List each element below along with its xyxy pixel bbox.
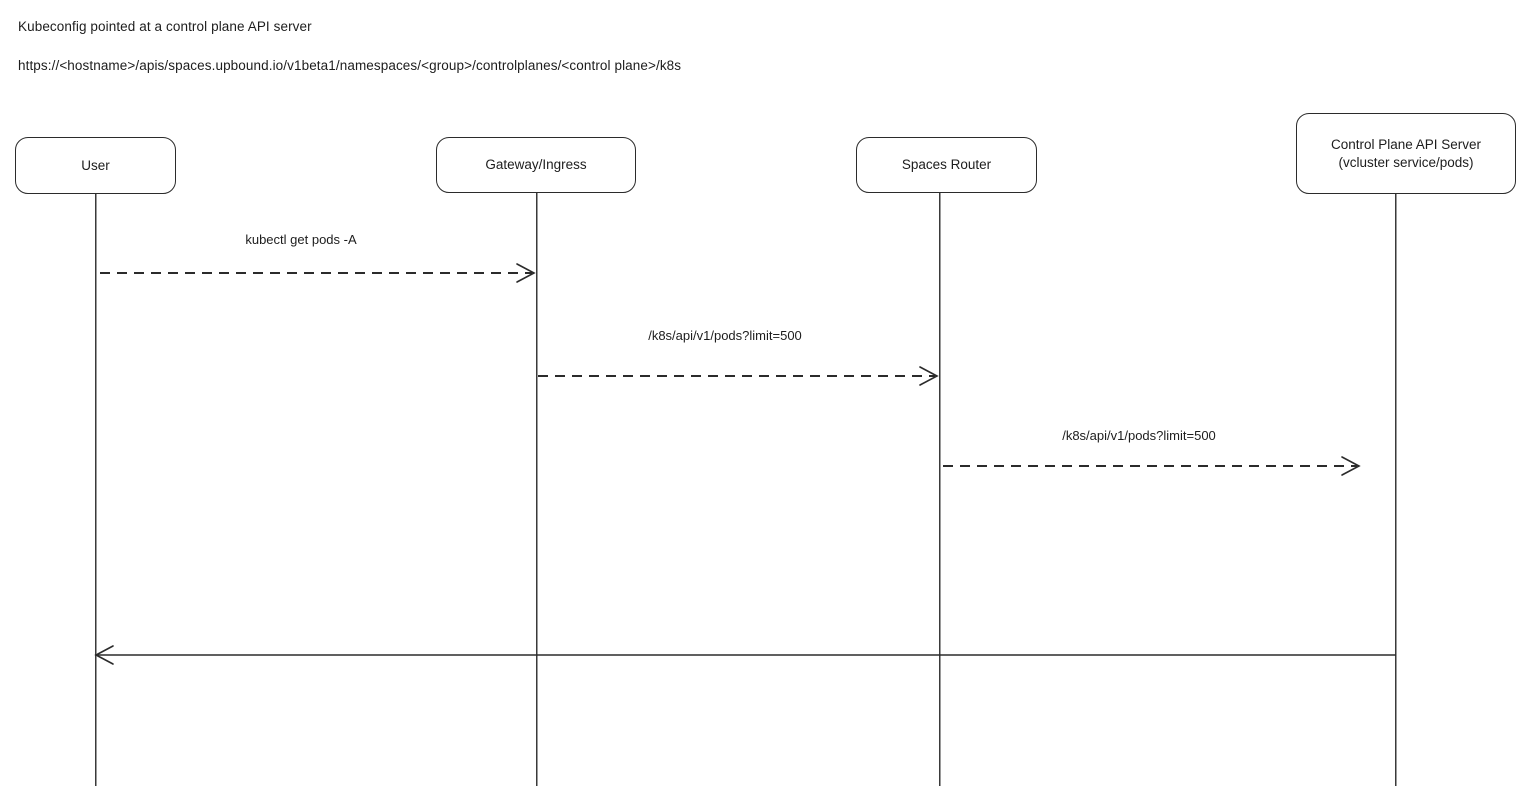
message-arrow-m4 <box>94 645 1396 665</box>
participant-label-gateway: Gateway/Ingress <box>485 157 587 173</box>
arrowhead-m3 <box>1341 456 1361 476</box>
message-label-m3: /k8s/api/v1/pods?limit=500 <box>1062 428 1216 443</box>
arrowhead-m4 <box>94 645 114 665</box>
participant-box-gateway[interactable]: Gateway/Ingress <box>436 137 636 193</box>
message-label-m2: /k8s/api/v1/pods?limit=500 <box>648 328 802 343</box>
arrowhead-m2 <box>919 366 939 386</box>
lifeline-gateway <box>536 193 538 786</box>
message-arrow-m1 <box>100 263 536 283</box>
participant-box-router[interactable]: Spaces Router <box>856 137 1037 193</box>
header-line-kubeconfig: Kubeconfig pointed at a control plane AP… <box>18 19 312 34</box>
participant-box-user[interactable]: User <box>15 137 176 194</box>
message-arrow-m3 <box>943 456 1361 476</box>
header-line-url: https://<hostname>/apis/spaces.upbound.i… <box>18 58 682 73</box>
lifeline-user <box>95 194 97 786</box>
lifeline-router <box>939 193 941 786</box>
participant-box-cpapi[interactable]: Control Plane API Server (vcluster servi… <box>1296 113 1516 194</box>
participant-label-cpapi: Control Plane API Server (vcluster servi… <box>1330 136 1482 170</box>
lifeline-cpapi <box>1395 194 1397 786</box>
arrowhead-m1 <box>516 263 536 283</box>
message-label-m1: kubectl get pods -A <box>245 232 357 247</box>
participant-label-user: User <box>81 157 110 173</box>
message-arrow-m2 <box>538 366 939 386</box>
participant-label-router: Spaces Router <box>901 157 992 173</box>
